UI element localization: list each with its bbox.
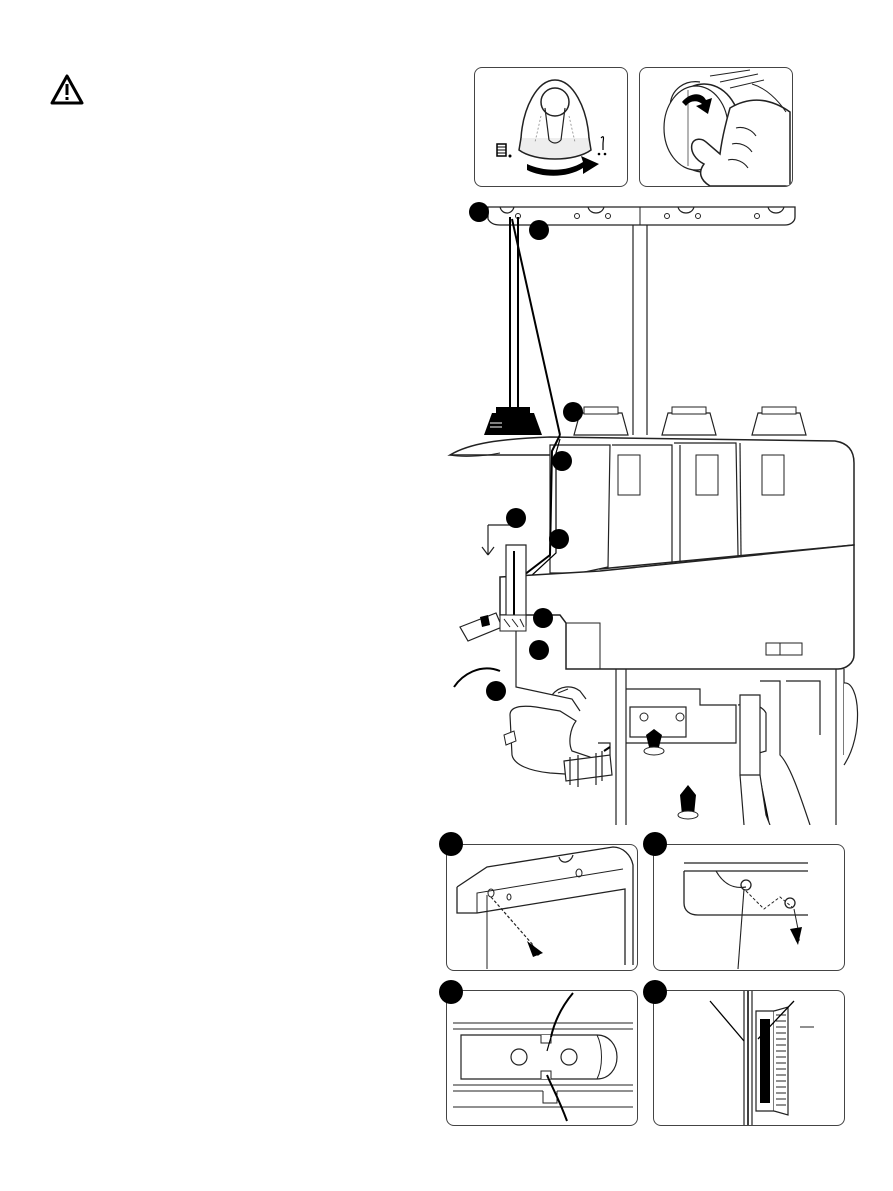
step-marker-3 [563, 402, 583, 422]
detail-marker-b [643, 832, 667, 856]
thread-guide-detail [446, 844, 638, 971]
needle-threading-detail [653, 990, 845, 1126]
tension-dial-icon [475, 68, 627, 186]
step-marker-4 [552, 451, 572, 471]
tension-dial-panel [474, 67, 628, 187]
detail-marker-d [643, 980, 667, 1004]
step-marker-9 [486, 681, 506, 701]
step-marker-8 [529, 640, 549, 660]
detail-marker-c [439, 980, 463, 1004]
step-marker-6 [549, 529, 569, 549]
handwheel-hand-icon [640, 68, 792, 186]
step-marker-2 [529, 220, 549, 240]
step-marker-7 [533, 608, 553, 628]
step-marker-5 [506, 508, 526, 528]
step-marker-1 [469, 202, 489, 222]
warning-triangle-icon [50, 74, 84, 106]
detail-marker-a [439, 832, 463, 856]
looper-guide-detail [446, 990, 638, 1126]
guide-hook-detail [653, 844, 845, 971]
handwheel-panel [639, 67, 793, 187]
serger-thread-path [440, 195, 860, 825]
